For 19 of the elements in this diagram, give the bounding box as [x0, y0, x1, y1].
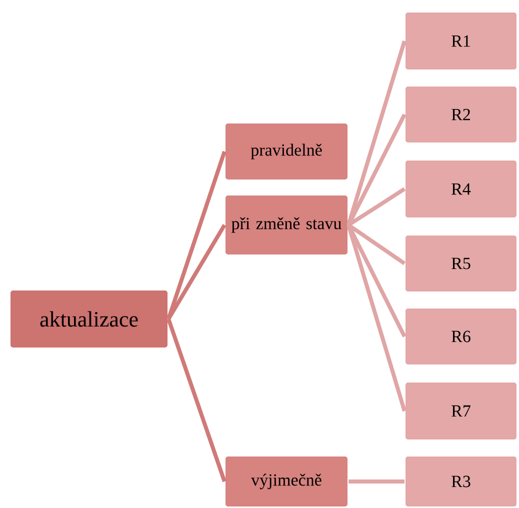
connector-line	[348, 480, 404, 484]
connector-line	[166, 318, 226, 482]
process-box: pravidelně	[224, 122, 348, 180]
process-box: R4	[404, 160, 518, 218]
process-box: R7	[404, 382, 518, 440]
process-box: R6	[404, 308, 518, 366]
process-box: R3	[404, 456, 518, 508]
process-box: R1	[404, 12, 518, 70]
connector-line	[346, 224, 406, 412]
process-box: při změně stavu	[224, 194, 348, 256]
process-box: výjimečně	[224, 456, 348, 508]
process-box: R5	[404, 234, 518, 292]
process-box: R2	[404, 86, 518, 144]
connector-line	[166, 150, 226, 320]
connector-line	[166, 224, 226, 320]
connector-line	[346, 114, 406, 226]
process-box: aktualizace	[10, 290, 168, 348]
connector-line	[346, 224, 406, 338]
connector-line	[346, 40, 406, 226]
